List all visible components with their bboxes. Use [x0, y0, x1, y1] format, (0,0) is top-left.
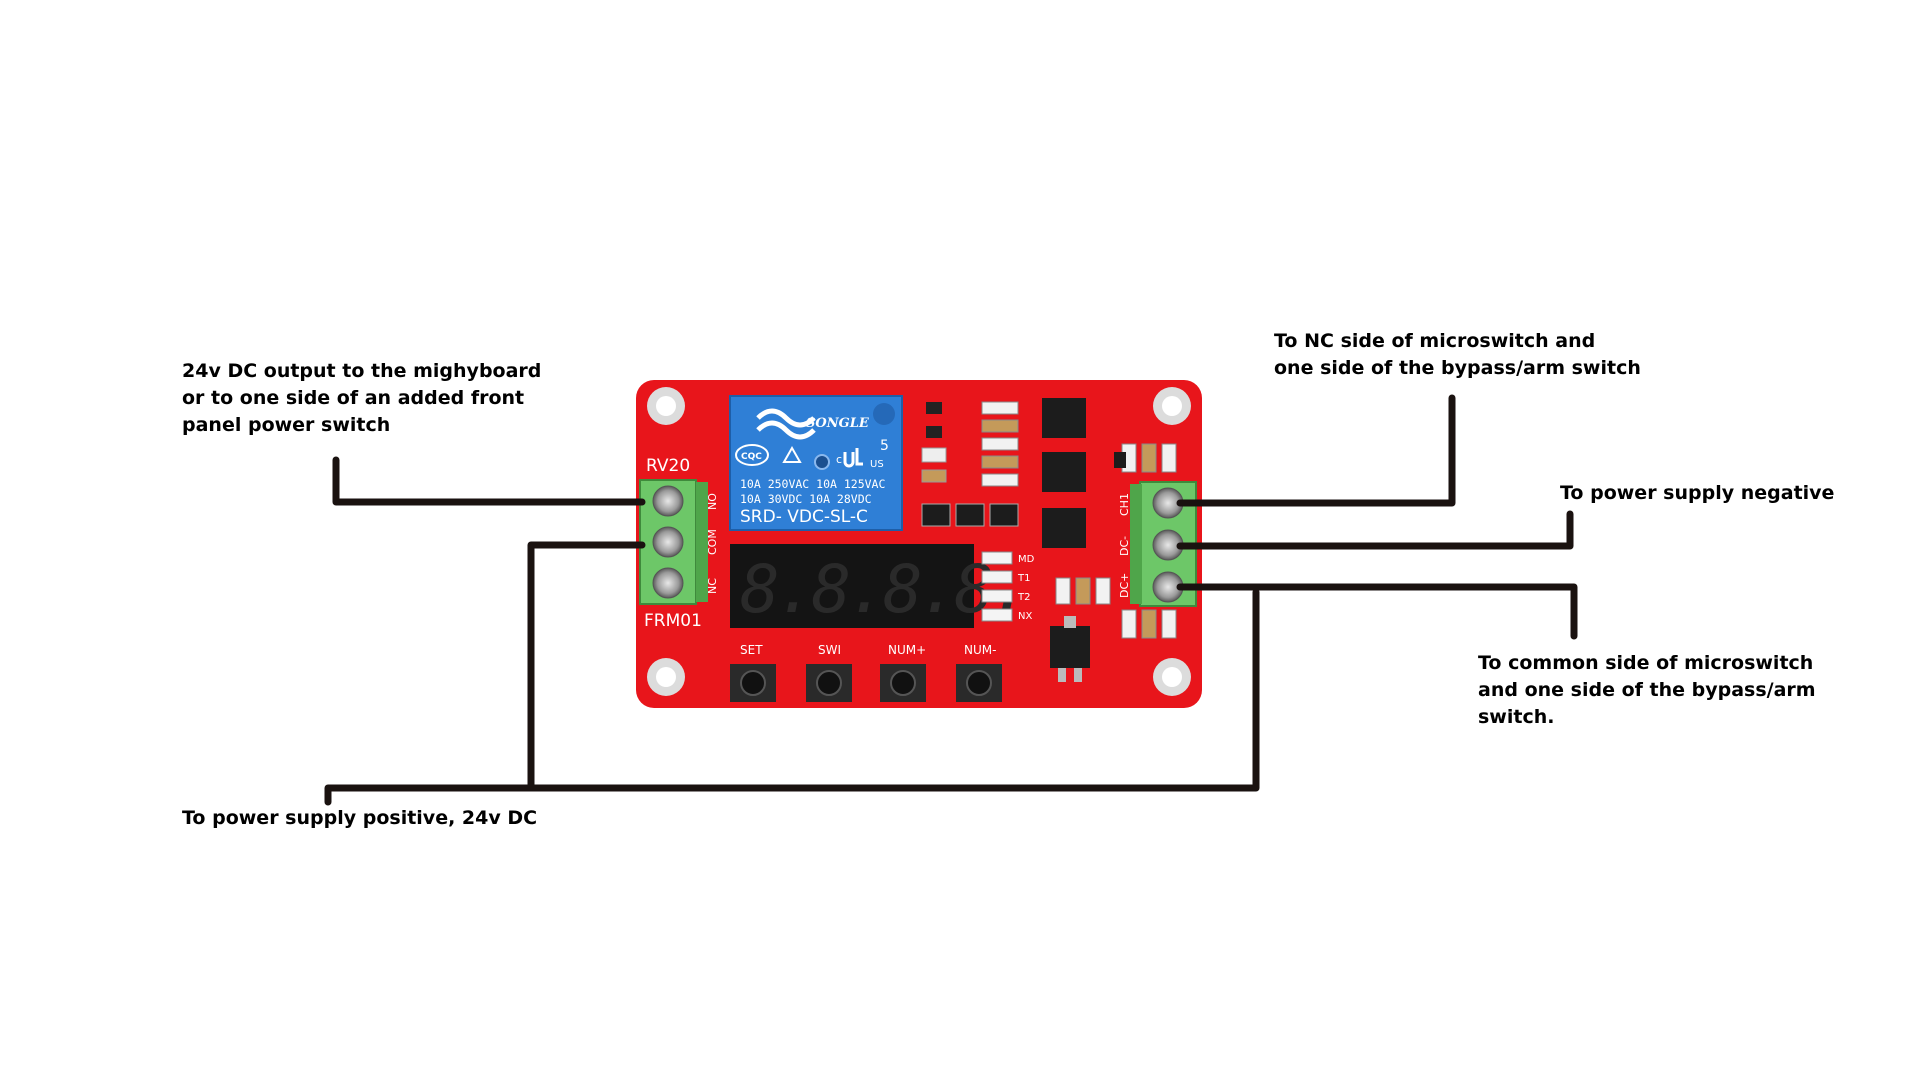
cqc-mark-icon [735, 444, 769, 466]
wire-positive-supply [324, 588, 1260, 806]
relay-part: SRD- VDC-SL-C [740, 507, 868, 527]
swi-button[interactable] [806, 664, 852, 702]
led-t1 [981, 570, 1013, 584]
num-plus-button[interactable] [880, 664, 926, 702]
relay-indicator [814, 454, 830, 470]
terminal-label-no: NO [706, 493, 719, 510]
set-button[interactable] [730, 664, 776, 702]
button-row: SET SWI NUM+ NUM- [730, 643, 1002, 702]
led-md [981, 551, 1013, 565]
label-nc-microswitch: To NC side of microswitch and one side o… [1274, 330, 1641, 379]
led-nx [981, 608, 1013, 622]
led-label-md: MD [1018, 554, 1035, 565]
warning-triangle-icon [782, 445, 802, 463]
led-label-nx: NX [1018, 611, 1032, 622]
button-label-swi: SWI [818, 643, 841, 657]
relay-rating-b: 10A 30VDC 10A 28VDC [740, 492, 872, 506]
model-label-rv20: RV20 [646, 456, 690, 476]
label-common-microswitch: To common side of microswitch and one si… [1478, 652, 1816, 728]
terminal-screw-nc[interactable] [652, 567, 684, 599]
ul-mark-icon [843, 448, 863, 468]
relay-brand: SONGLE [806, 416, 870, 431]
capacitors [1055, 577, 1111, 605]
wire-dc-minus-negative [1176, 510, 1574, 550]
relay-cert-us: US [870, 459, 884, 470]
transistors [921, 402, 947, 483]
mounting-holes [647, 387, 1191, 696]
relay-cert-5: 5 [880, 438, 889, 454]
chips [1042, 398, 1086, 548]
terminal-screw-no[interactable] [652, 485, 684, 517]
led-label-t2: T2 [1017, 592, 1030, 603]
voltage-regulator [1050, 616, 1090, 682]
label-power-negative: To power supply negative [1560, 482, 1835, 504]
terminal-screw-com[interactable] [652, 526, 684, 558]
wire-ch1-nc [1176, 394, 1456, 507]
relay-rating-a: 10A 250VAC 10A 125VAC [740, 477, 885, 491]
model-label-frm01: FRM01 [644, 611, 702, 631]
wire-com-positive [527, 541, 646, 792]
button-label-num-minus: NUM- [964, 643, 996, 657]
resistor-array [981, 401, 1019, 487]
right-side-smd [1114, 443, 1177, 639]
wire-dc-plus-common [1176, 583, 1578, 640]
led-group: MD T1 T2 NX [981, 551, 1035, 622]
button-label-set: SET [740, 643, 763, 657]
smd-row [921, 503, 1019, 527]
terminal-label-dc-plus: DC+ [1118, 573, 1131, 598]
wires [324, 394, 1578, 806]
terminal-label-nc: NC [706, 578, 719, 594]
led-t2 [981, 589, 1013, 603]
num-minus-button[interactable] [956, 664, 1002, 702]
left-terminal-block: NO COM NC [639, 479, 719, 605]
relay-board: SONGLE 5 CQC c US 10A 250VAC 10A 125VAC … [636, 380, 1202, 708]
terminal-label-dc-minus: DC- [1118, 536, 1131, 556]
label-output-to-mightyboard: 24v DC output to the mighyboard or to on… [182, 360, 542, 436]
led-label-t1: T1 [1017, 573, 1030, 584]
relay-cert-cqc: CQC [741, 452, 762, 462]
label-power-positive: To power supply positive, 24v DC [182, 807, 538, 829]
button-label-num-plus: NUM+ [888, 643, 926, 657]
terminal-label-com: COM [706, 529, 719, 555]
wire-no-output [332, 456, 646, 506]
terminal-label-ch1: CH1 [1118, 493, 1131, 516]
relay-cert-c: c [836, 453, 842, 466]
songle-logo-icon [756, 408, 816, 428]
relay: SONGLE 5 CQC c US 10A 250VAC 10A 125VAC … [729, 395, 903, 531]
